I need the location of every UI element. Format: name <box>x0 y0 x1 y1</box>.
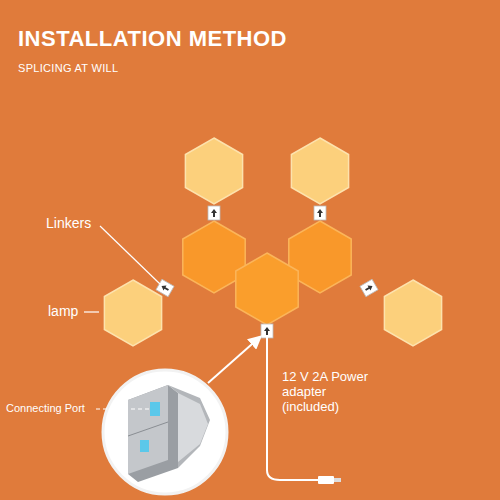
subtitle: SPLICING AT WILL <box>18 62 118 74</box>
hex-lamp <box>291 138 348 204</box>
adapter-label: 12 V 2A Power adapter (included) <box>282 370 382 415</box>
hex-lamp <box>384 280 441 346</box>
part-label: Linkers <box>46 215 91 231</box>
art-part <box>317 209 323 217</box>
linker <box>261 324 273 338</box>
hex-lamps <box>104 138 441 346</box>
art-part <box>140 440 149 452</box>
art-part <box>261 324 273 338</box>
linkers <box>156 206 378 338</box>
art-part <box>360 279 378 296</box>
inset-device <box>128 385 210 482</box>
usb-plug <box>318 476 334 484</box>
linker <box>314 206 326 220</box>
art-part <box>208 206 220 220</box>
inset-circle <box>103 370 227 494</box>
linker <box>360 279 378 296</box>
art-part <box>128 385 178 482</box>
art-part <box>211 209 217 217</box>
leader-line <box>96 408 150 409</box>
art-part <box>168 385 210 468</box>
art-part <box>150 402 160 416</box>
leader-line <box>100 226 160 284</box>
port-label: Connecting Port <box>6 402 85 414</box>
title: INSTALLATION METHOD <box>18 26 287 52</box>
art-part <box>128 385 168 474</box>
hex-lamp <box>104 280 161 346</box>
art-part <box>178 393 208 462</box>
art-part <box>264 327 270 335</box>
art-part <box>128 422 168 436</box>
art-part <box>364 283 374 292</box>
part-label: lamp <box>48 303 78 319</box>
art-part <box>160 283 170 292</box>
leader-line <box>84 311 99 312</box>
usb-tip <box>334 478 341 482</box>
hex-lamp <box>236 253 298 325</box>
linker <box>208 206 220 220</box>
art-part <box>314 206 326 220</box>
pointer-arrow <box>208 337 260 383</box>
hex-lamp <box>185 138 242 204</box>
